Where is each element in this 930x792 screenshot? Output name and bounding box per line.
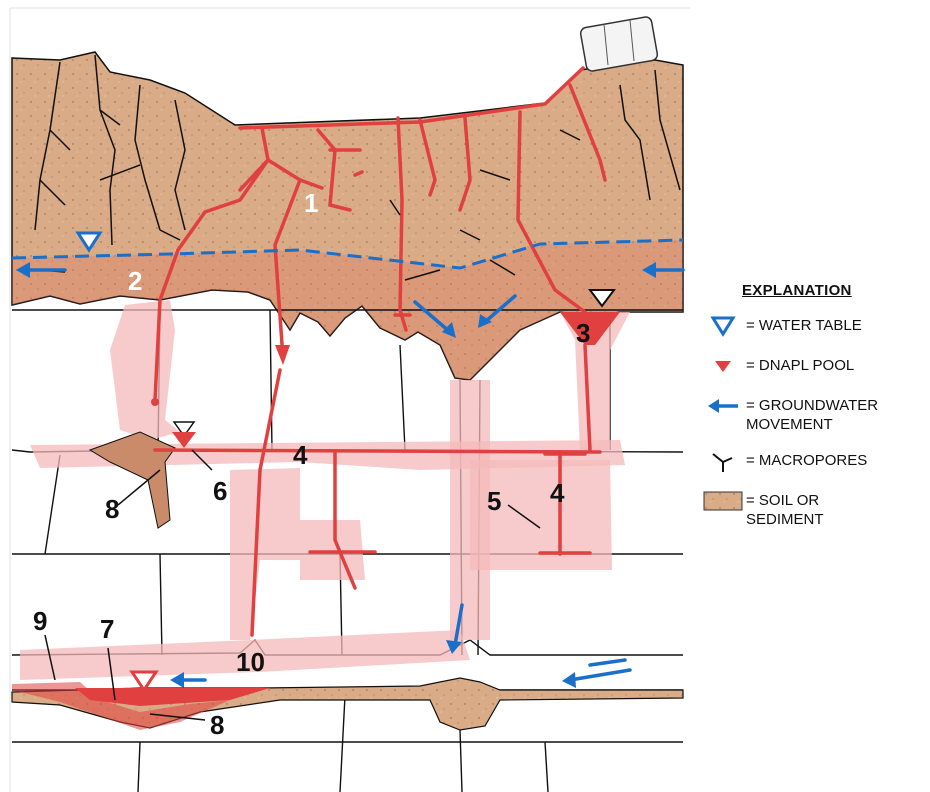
legend-item-soil: = SOIL OR SEDIMENT <box>700 488 926 529</box>
dnapl-drip <box>275 345 290 365</box>
label-10: 10 <box>236 647 265 677</box>
legend-label: = MACROPORES <box>746 448 867 470</box>
legend-item-groundwater: = GROUNDWATER MOVEMENT <box>700 393 926 434</box>
legend-label: = GROUNDWATER MOVEMENT <box>746 393 878 434</box>
legend: EXPLANATION = WATER TABLE = DNAPL POOL =… <box>700 282 926 543</box>
legend-label: = WATER TABLE <box>746 313 862 335</box>
legend-item-water-table: = WATER TABLE <box>700 313 926 339</box>
water-table-icon <box>132 672 156 690</box>
legend-title: EXPLANATION <box>742 282 926 299</box>
label-4-upper: 4 <box>293 440 308 470</box>
label-6: 6 <box>213 476 227 506</box>
macropore-icon <box>710 448 736 474</box>
label-8-upper: 8 <box>105 494 119 524</box>
label-2: 2 <box>128 266 142 296</box>
label-8-lower: 8 <box>210 710 224 740</box>
label-9: 9 <box>33 606 47 636</box>
water-table-icon <box>710 315 736 337</box>
legend-label: = SOIL OR SEDIMENT <box>746 488 824 529</box>
legend-item-macropores: = MACROPORES <box>700 448 926 474</box>
label-3: 3 <box>576 318 590 348</box>
legend-label: = DNAPL POOL <box>746 353 854 375</box>
legend-item-dnapl-pool: = DNAPL POOL <box>700 353 926 379</box>
dnapl-pool-icon <box>713 358 733 374</box>
label-1: 1 <box>304 188 318 218</box>
dnapl-droplet <box>151 398 159 406</box>
label-4-right: 4 <box>550 478 565 508</box>
label-5: 5 <box>487 486 501 516</box>
soil-swatch-icon <box>703 490 743 512</box>
label-7: 7 <box>100 614 114 644</box>
groundwater-arrow-icon <box>706 398 740 414</box>
